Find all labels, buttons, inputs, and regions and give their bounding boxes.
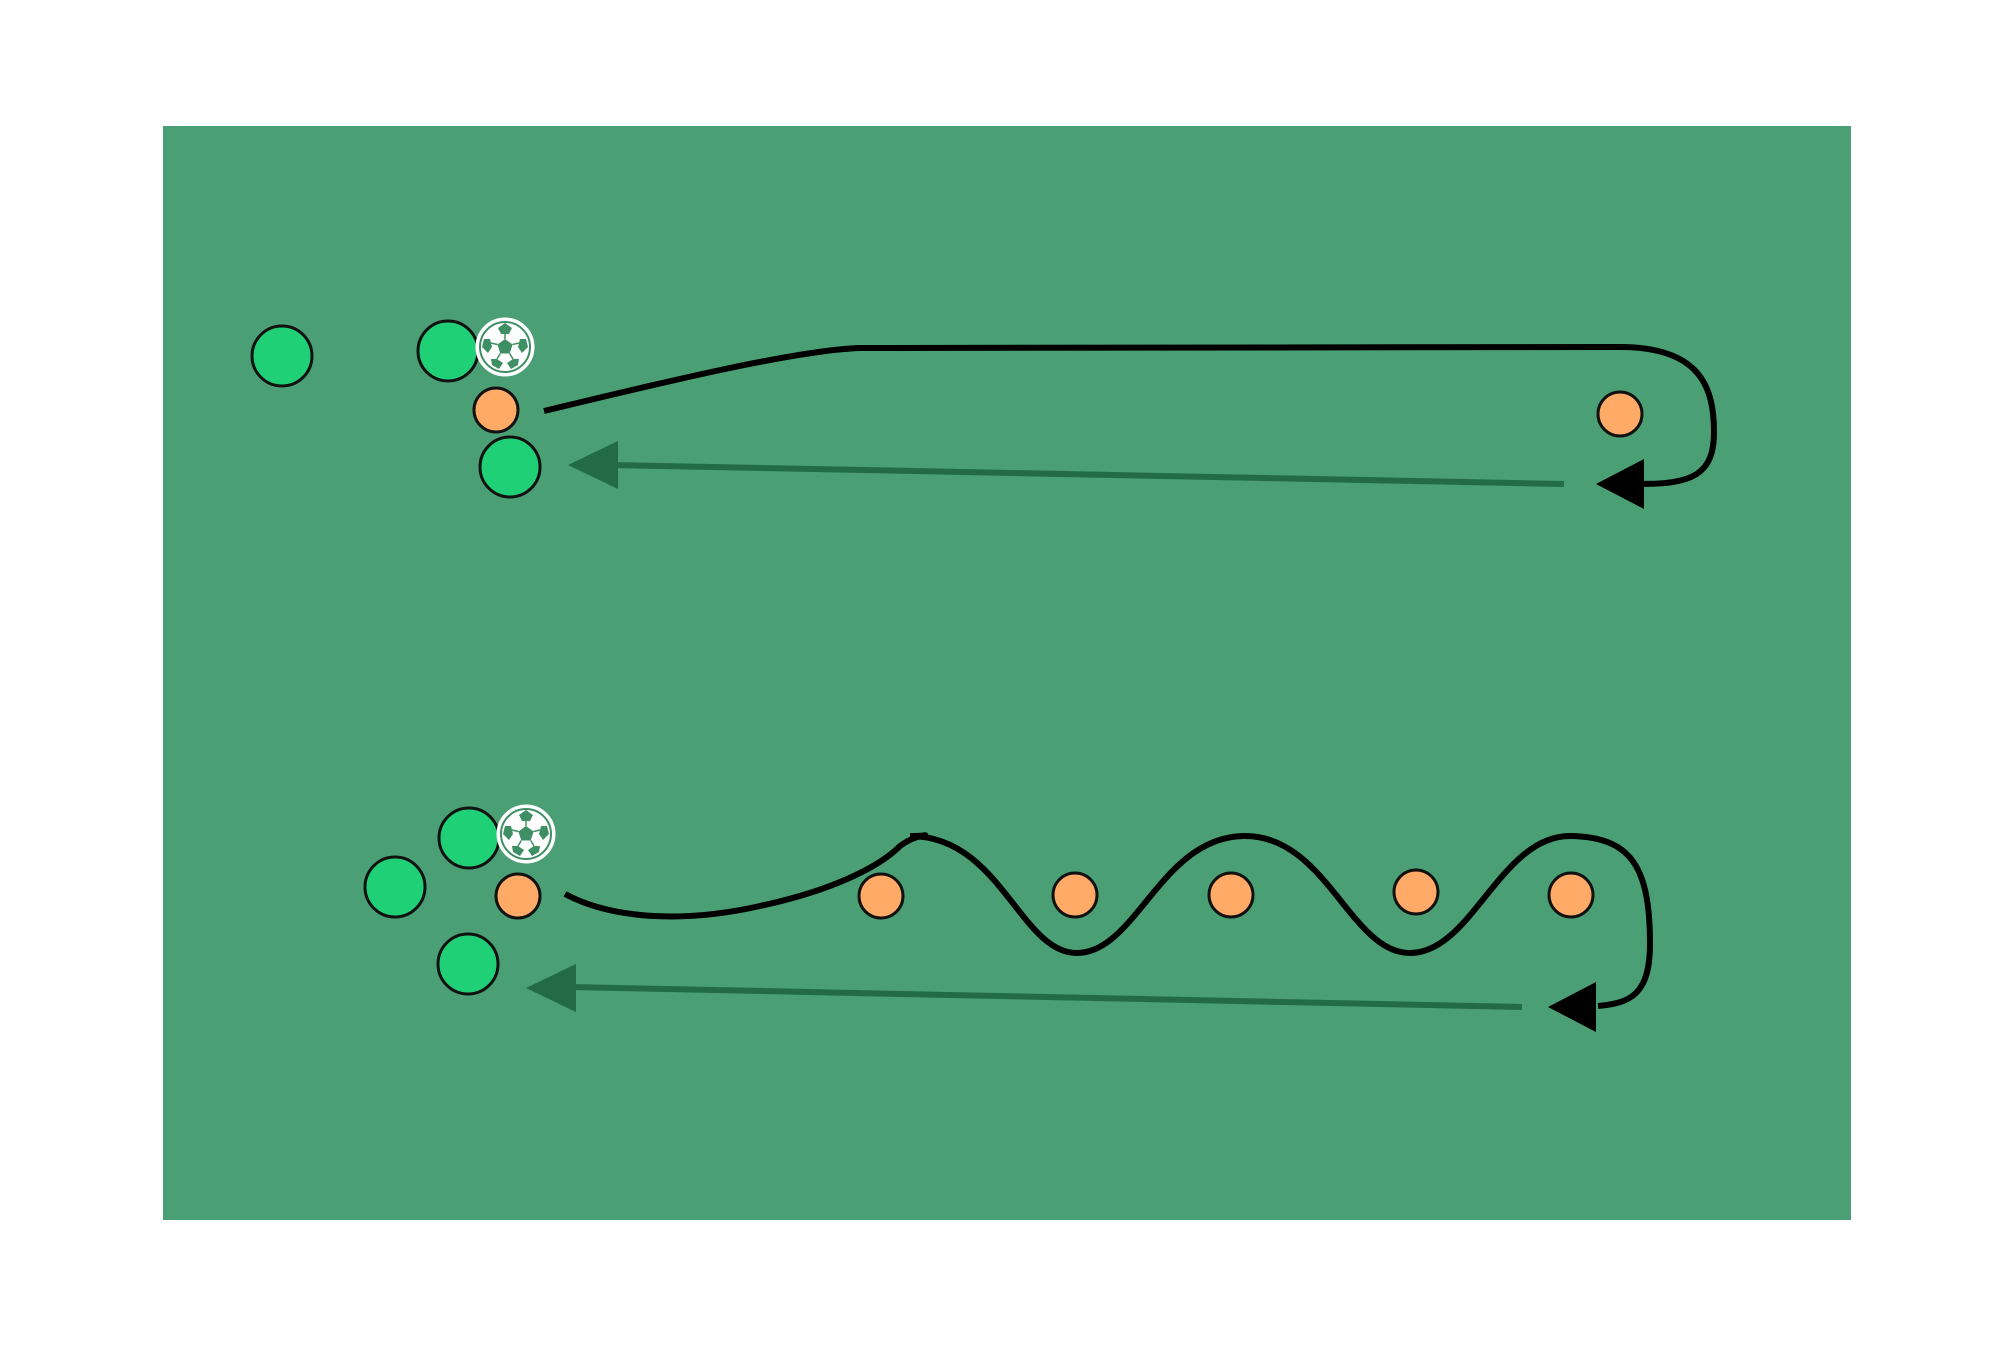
player-icon (437, 806, 501, 870)
run-arrowhead (1596, 459, 1644, 509)
cone-icon (494, 872, 542, 920)
run-path (563, 832, 1654, 1009)
cone-icon (1207, 871, 1255, 919)
return-arrowhead (526, 964, 576, 1012)
player-icon (363, 855, 427, 919)
run-path (543, 343, 1718, 487)
return-path (611, 462, 1565, 487)
drill-straight-run (250, 317, 1718, 509)
cone-icon (1547, 871, 1595, 919)
return-arrowhead (568, 441, 618, 489)
player-icon (478, 435, 542, 499)
soccer-ball-icon (475, 317, 535, 377)
soccer-ball-icon (496, 804, 556, 864)
cone-icon (1392, 868, 1440, 916)
run-arrowhead (1548, 982, 1596, 1032)
player-icon (436, 932, 500, 996)
player-icon (416, 319, 480, 383)
drill-slalom (363, 804, 1654, 1032)
return-path (569, 984, 1523, 1010)
pitch (163, 126, 1851, 1220)
cone-icon (1051, 871, 1099, 919)
cone-icon (472, 386, 520, 434)
cone-icon (857, 872, 905, 920)
cone-icon (1596, 390, 1644, 438)
player-icon (250, 324, 314, 388)
